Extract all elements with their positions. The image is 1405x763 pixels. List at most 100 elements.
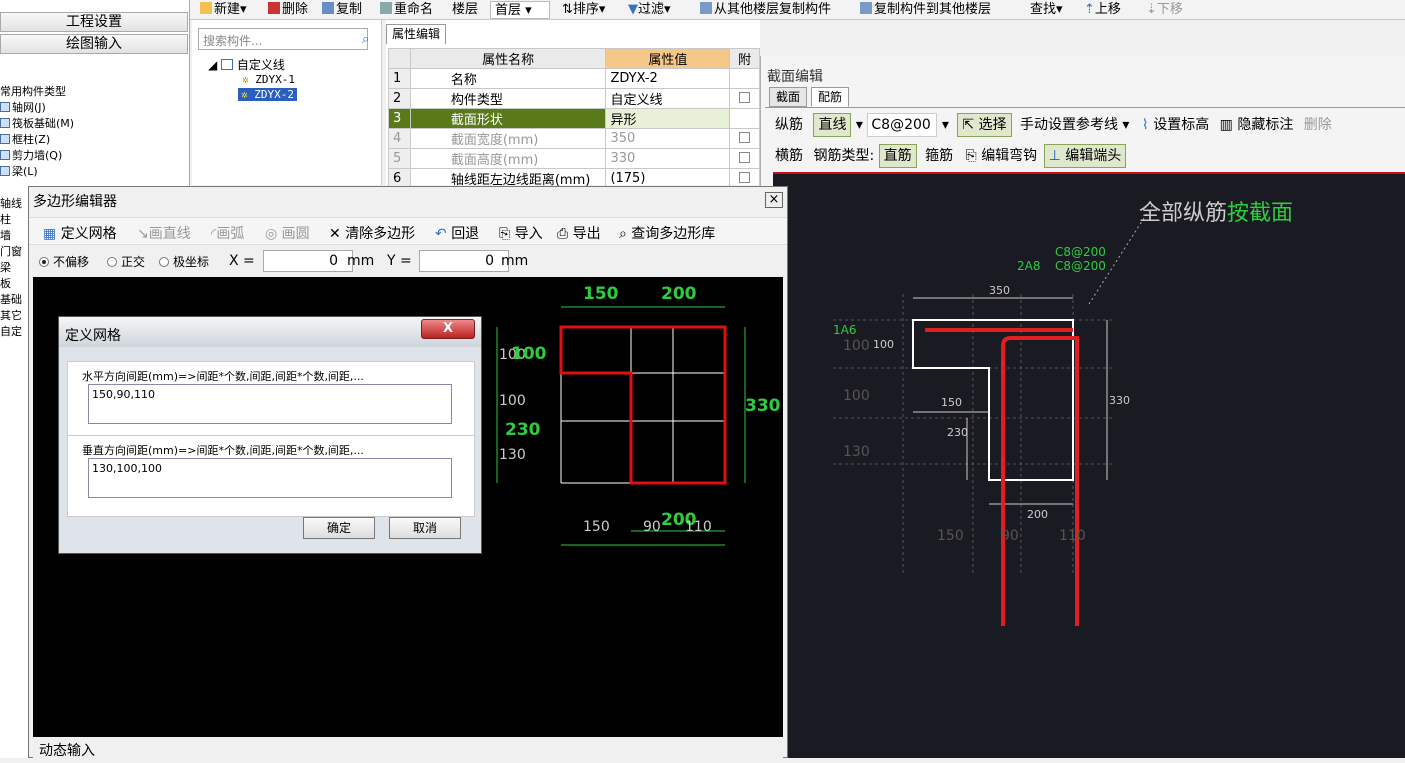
svg-text:90: 90 xyxy=(643,519,661,535)
stirrup-button[interactable]: 箍筋 xyxy=(925,148,954,164)
side-item[interactable]: 自定 xyxy=(0,325,22,338)
tree-item-zdyx-2[interactable]: ✲ ZDYX-2 xyxy=(238,88,297,101)
checkbox[interactable] xyxy=(739,152,751,163)
column-header-value: 属性值 xyxy=(605,48,731,69)
checkbox[interactable] xyxy=(739,172,751,183)
x-input[interactable]: 0 xyxy=(263,250,353,272)
query-polygon-library-button[interactable]: ⌕ 查询多边形库 xyxy=(619,226,716,242)
svg-text:100: 100 xyxy=(499,347,526,363)
label-c8-1: C8@200 xyxy=(1055,245,1106,259)
category-item-wall[interactable]: 剪力墙(Q) xyxy=(0,148,62,163)
svg-text:110: 110 xyxy=(685,519,712,535)
edit-hook-button[interactable]: ⎘ 编辑弯钩 xyxy=(965,148,1038,164)
search-input[interactable]: 搜索构件... xyxy=(198,28,368,50)
copy-button[interactable]: 复制 xyxy=(322,1,362,19)
ok-button[interactable]: 确定 xyxy=(303,517,375,539)
dialog-close-button[interactable]: X xyxy=(421,319,475,339)
sort-button[interactable]: ⇅排序▾ xyxy=(562,2,606,17)
chart-icon: ▥ xyxy=(1219,117,1233,133)
side-item[interactable]: 梁 xyxy=(0,261,11,274)
label-2a8: 2A8 xyxy=(1017,259,1040,273)
polygon-shape[interactable] xyxy=(559,325,727,485)
radio-polar[interactable]: 极坐标 xyxy=(159,253,209,270)
horizontal-spacing-input[interactable]: 150,90,110 xyxy=(88,384,452,424)
export-button[interactable]: ⎙ 导出 xyxy=(557,226,601,242)
dropdown-arrow-icon[interactable]: ▾ xyxy=(851,117,868,133)
side-item[interactable]: 柱 xyxy=(0,213,11,226)
horizontal-spacing-label: 水平方向间距(mm)=>间距*个数,间距,间距*个数,间距,... xyxy=(82,370,364,383)
checkbox[interactable] xyxy=(739,132,751,143)
section-editor-window: 截面编辑 截面 配筋 纵筋 直线 ▾ C8@200 ▾ ⇱ 选择 手动设置参考线… xyxy=(760,56,1405,758)
project-settings-button[interactable]: 工程设置 xyxy=(0,12,188,32)
section-drawing-canvas[interactable]: 全部纵筋 按截面 C8@200 C8@200 2A8 1A6 350 100 1… xyxy=(773,172,1405,758)
draw-line-button[interactable]: ↘画直线 xyxy=(137,226,191,242)
side-item[interactable]: 基础 xyxy=(0,293,22,306)
define-grid-button[interactable]: ▦ 定义网格 xyxy=(43,226,117,242)
category-item-column[interactable]: 框柱(Z) xyxy=(0,132,50,147)
horizontal-spacing-group: 水平方向间距(mm)=>间距*个数,间距,间距*个数,间距,... 150,90… xyxy=(67,361,475,443)
find-button[interactable]: 查找▾ xyxy=(1030,2,1063,17)
category-item-beam[interactable]: 梁(L) xyxy=(0,164,38,179)
side-item[interactable]: 墙 xyxy=(0,229,11,242)
tab-section[interactable]: 截面 xyxy=(769,87,808,107)
y-input[interactable]: 0 xyxy=(419,250,509,272)
category-item-raft[interactable]: 筏板基础(M) xyxy=(0,116,74,131)
svg-text:100: 100 xyxy=(499,393,526,409)
new-button[interactable]: 新建▾ xyxy=(200,1,247,19)
edit-icon: ⎘ xyxy=(965,148,977,164)
draw-arc-button[interactable]: ◜画弧 xyxy=(211,226,245,242)
checkbox[interactable] xyxy=(739,92,751,103)
move-down-button[interactable]: ⇣下移 xyxy=(1146,2,1183,17)
category-item-grid[interactable]: 轴网(J) xyxy=(0,100,46,115)
filter-button[interactable]: ▼过滤▾ xyxy=(628,2,671,17)
undo-button[interactable]: ↶ 回退 xyxy=(435,226,480,242)
delete-button[interactable]: 删除 xyxy=(268,1,308,19)
import-button[interactable]: ⎘ 导入 xyxy=(499,226,543,242)
draw-circle-button[interactable]: ◎ 画圆 xyxy=(265,226,310,242)
import-icon: ⎘ xyxy=(499,226,511,242)
straight-bar-button[interactable]: 直筋 xyxy=(878,144,917,168)
manual-reference-line-button[interactable]: 手动设置参考线 ▾ xyxy=(1019,117,1130,133)
clear-polygon-button[interactable]: ✕ 清除多边形 xyxy=(329,226,416,242)
set-elevation-button[interactable]: ⌇ 设置标高 xyxy=(1141,117,1210,133)
cancel-button[interactable]: 取消 xyxy=(389,517,461,539)
tab-property-edit[interactable]: 属性编辑 xyxy=(386,24,446,44)
drawing-input-button[interactable]: 绘图输入 xyxy=(0,34,188,54)
line-mode-button[interactable]: 直线 xyxy=(813,113,852,137)
delete-bar-button[interactable]: 删除 xyxy=(1303,117,1332,133)
select-button[interactable]: ⇱ 选择 xyxy=(957,113,1012,137)
copy-from-floor-button[interactable]: 从其他楼层复制构件 xyxy=(700,1,831,19)
category-heading: 常用构件类型 xyxy=(0,85,66,98)
tree-item-zdyx-1[interactable]: ✲ ZDYX-1 xyxy=(242,73,295,86)
transverse-bar-label: 横筋 xyxy=(775,148,803,164)
side-item[interactable]: 轴线 xyxy=(0,197,22,210)
copy-to-floor-button[interactable]: 复制构件到其他楼层 xyxy=(860,1,991,19)
vertical-spacing-input[interactable]: 130,100,100 xyxy=(88,458,452,498)
beam-icon xyxy=(0,166,10,176)
radio-orthogonal[interactable]: 正交 xyxy=(107,253,145,270)
tree-root[interactable]: ◢ 自定义线 xyxy=(208,58,285,72)
rename-button[interactable]: 重命名 xyxy=(380,1,433,19)
move-up-button[interactable]: ⇡上移 xyxy=(1084,2,1121,17)
bar-spec-select[interactable]: C8@200 xyxy=(867,113,938,137)
dynamic-input-status[interactable]: 动态输入 xyxy=(33,739,783,759)
radio-no-offset[interactable]: 不偏移 xyxy=(39,253,89,270)
search-icon[interactable]: ⌕ xyxy=(362,32,370,47)
floor-select[interactable]: 首层 ▾ xyxy=(490,1,550,19)
grid-lines xyxy=(560,326,726,484)
edit-end-button[interactable]: ⊥ 编辑端头 xyxy=(1043,144,1127,168)
side-item[interactable]: 门窗 xyxy=(0,245,22,258)
hide-annotation-button[interactable]: ▥ 隐藏标注 xyxy=(1219,117,1294,133)
side-item[interactable]: 其它 xyxy=(0,309,22,322)
tab-reinforcement[interactable]: 配筋 xyxy=(811,87,850,107)
rebar-lines xyxy=(925,328,1079,626)
side-item[interactable]: 板 xyxy=(0,277,11,290)
svg-text:130: 130 xyxy=(843,444,870,460)
close-button[interactable]: × xyxy=(765,192,783,208)
